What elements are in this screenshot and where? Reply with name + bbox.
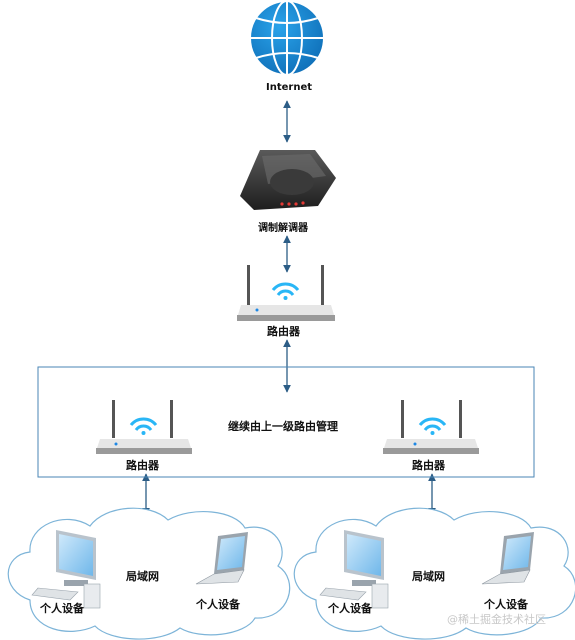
- device-left-pc-label: 个人设备: [40, 602, 84, 615]
- group-box: [37, 366, 535, 478]
- modem-label: 调制解调器: [258, 223, 308, 234]
- watermark: @稀土掘金技术社区: [447, 613, 546, 626]
- router-top-label: 路由器: [267, 325, 300, 338]
- router-left-label: 路由器: [126, 459, 159, 472]
- laptop-left-icon: [195, 532, 248, 585]
- internet-label: Internet: [266, 82, 313, 93]
- device-right-pc-label: 个人设备: [328, 602, 372, 615]
- router-right-icon: [383, 400, 479, 454]
- desktop-pc-right-icon: [319, 530, 389, 609]
- lan-right-label: 局域网: [412, 570, 445, 583]
- lan-left-label: 局域网: [126, 570, 159, 583]
- internet-globe-icon: [249, 0, 325, 76]
- router-right-label: 路由器: [412, 459, 445, 472]
- group-label: 继续由上一级路由管理: [228, 420, 338, 433]
- connectors: [142, 100, 436, 516]
- laptop-right-icon: [481, 532, 534, 585]
- router-top-icon: [237, 265, 335, 321]
- device-left-laptop-label: 个人设备: [196, 598, 240, 611]
- desktop-pc-left-icon: [31, 530, 101, 609]
- modem-icon: [240, 150, 336, 210]
- router-left-icon: [96, 400, 192, 454]
- device-right-laptop-label: 个人设备: [484, 598, 528, 611]
